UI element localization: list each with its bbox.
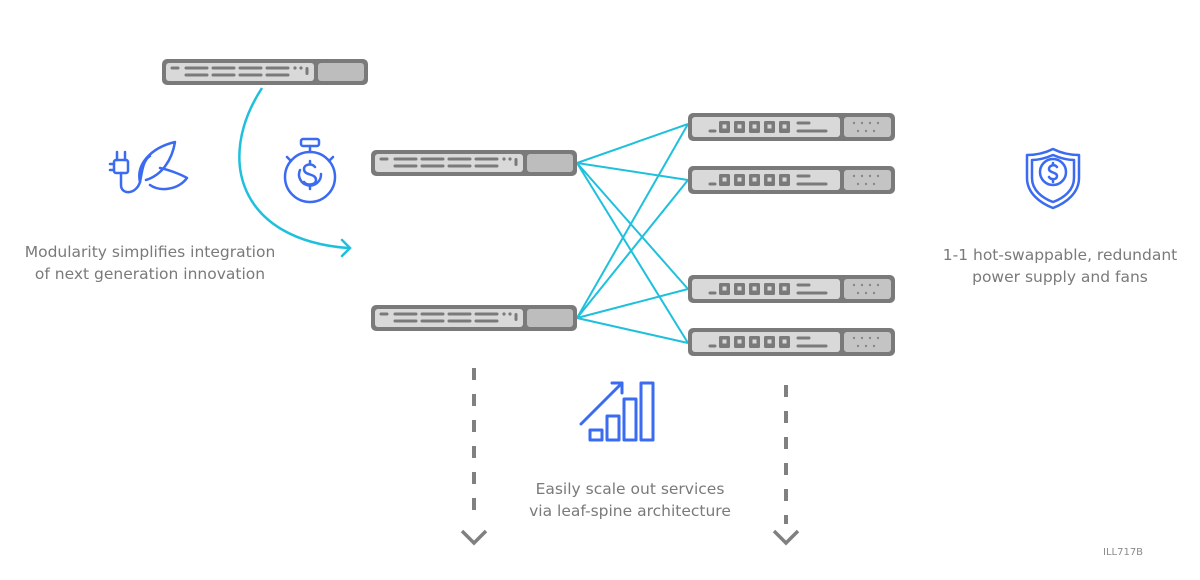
caption-line: Modularity simplifies integration [24, 243, 276, 261]
scale-arrow-right [772, 385, 800, 546]
caption-line: Easily scale out services [535, 480, 725, 498]
leaf-2 [686, 164, 897, 196]
caption-modularity: Modularity simplifies integration of nex… [0, 241, 300, 285]
growth-bar-chart-icon [579, 381, 655, 442]
leaf-1 [686, 111, 897, 143]
link-spine-1-leaf-4 [576, 162, 689, 344]
link-spine-2-leaf-3 [576, 288, 689, 319]
scale-arrow-left [460, 368, 488, 546]
leaf-3 [686, 273, 897, 305]
link-spine-2-leaf-4 [576, 317, 689, 344]
caption-scale-out: Easily scale out services via leaf-spine… [490, 478, 770, 522]
illustration-code: ILL717B [1103, 547, 1144, 558]
integration-arrowhead [340, 238, 352, 258]
caption-line: of next generation innovation [34, 265, 266, 283]
shield-dollar-icon [1025, 147, 1081, 210]
module-switch [160, 57, 370, 87]
link-spine-2-leaf-1 [576, 123, 689, 319]
caption-line: power supply and fans [972, 268, 1148, 286]
link-spine-1-leaf-1 [576, 123, 689, 164]
link-spine-1-leaf-3 [576, 162, 689, 290]
integration-arrow [238, 87, 349, 250]
spine-1 [369, 148, 579, 178]
caption-line: via leaf-spine architecture [529, 502, 731, 520]
links [576, 123, 689, 344]
link-spine-2-leaf-2 [576, 179, 689, 319]
caption-line: 1-1 hot-swappable, redundant [942, 246, 1178, 264]
link-spine-1-leaf-2 [576, 162, 689, 181]
caption-redundancy: 1-1 hot-swappable, redundant power suppl… [920, 244, 1200, 288]
stopwatch-dollar-icon [283, 137, 337, 204]
spine-2 [369, 303, 579, 333]
leaf-4 [686, 326, 897, 358]
plug-leaf-icon [108, 140, 189, 194]
